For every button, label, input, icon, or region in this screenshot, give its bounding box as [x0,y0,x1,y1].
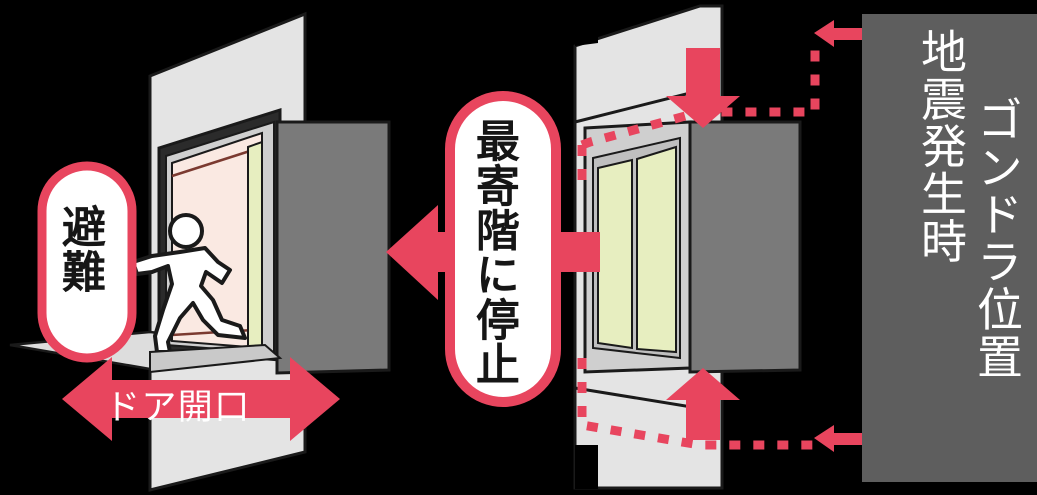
right-door-panel-right [636,145,677,354]
right-info-panel [862,14,1037,482]
running-person-icon [131,213,247,354]
shaft-notch-top [575,6,598,46]
right-panel-heading-line2: ゴンドラ位置 [971,96,1022,381]
shaft-notch-bottom [575,445,598,489]
door-opening-arrow-label: ドア開口 [105,388,251,427]
left-door-leaf [247,140,263,352]
right-elevator-group [573,4,802,490]
arrow-left-small-icon-top [814,20,862,47]
right-car-body [688,120,802,374]
double-arrow-icon [62,357,340,441]
center-pill-background [445,91,561,407]
left-elevator-group [9,11,391,492]
arrow-up-icon [666,368,740,440]
left-pill-background [37,161,137,363]
left-front-floor-edge [149,343,283,374]
right-panel-heading-line1: 地震発生時 [915,28,966,265]
arrow-left-small-icon-bottom [814,425,862,452]
left-car-body [275,120,391,375]
left-interior-ceiling-line [171,148,254,178]
left-pill-label: 避難 [54,204,104,294]
right-door-panel-left [597,158,633,350]
arrow-down-icon [666,48,740,128]
center-pill-label: 最寄階に停止 [468,118,518,386]
